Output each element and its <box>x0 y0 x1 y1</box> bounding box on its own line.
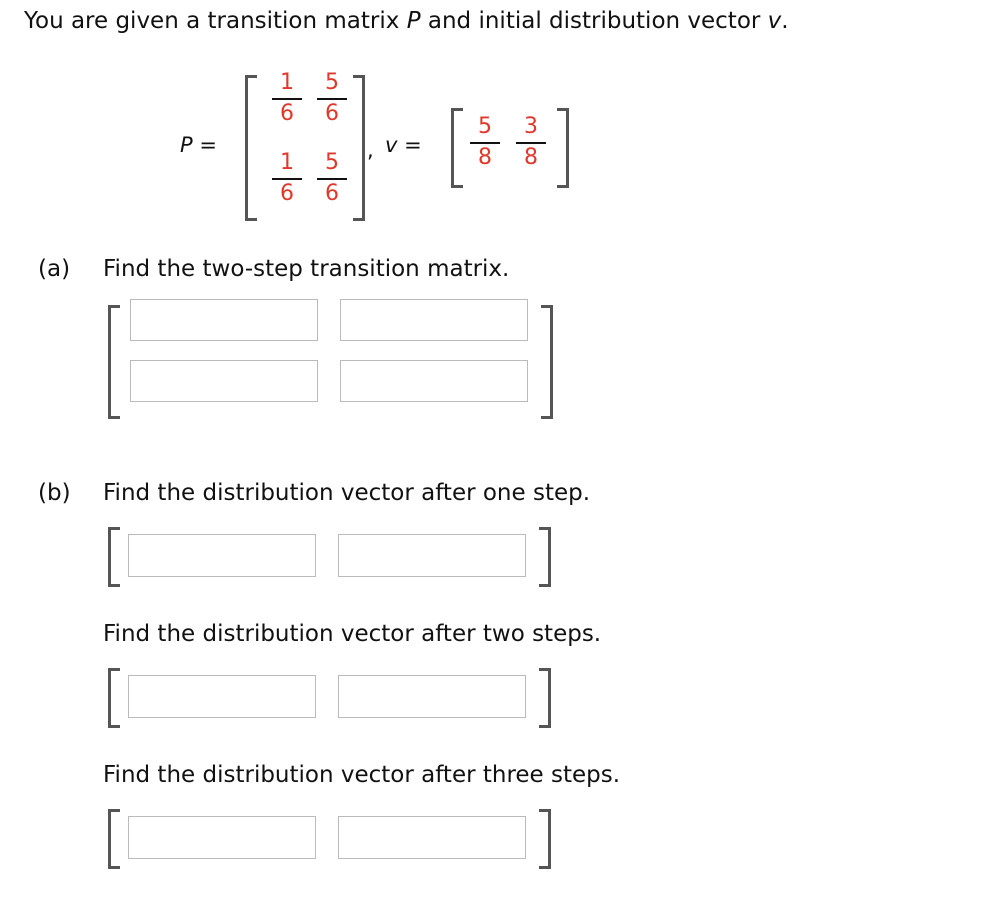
comma: , <box>367 138 374 162</box>
intro-text-2: and initial distribution vector <box>420 8 768 34</box>
intro-period: . <box>781 8 789 34</box>
v-label: v = <box>385 133 422 157</box>
d-left-bracket <box>108 809 120 869</box>
part-c-prompt: Find the distribution vector after two s… <box>103 621 602 647</box>
P-right-bracket <box>353 75 365 221</box>
v-right-bracket <box>557 108 569 188</box>
three-step-vector-input-1[interactable] <box>128 816 316 859</box>
two-step-vector-input-2[interactable] <box>338 675 526 718</box>
P-left-bracket <box>245 75 257 221</box>
c-left-bracket <box>108 668 120 728</box>
a-right-bracket <box>541 305 553 419</box>
part-a-prompt: Find the two-step transition matrix. <box>103 256 510 282</box>
problem-intro: You are given a transition matrix P and … <box>24 8 789 34</box>
two-step-vector-input-1[interactable] <box>128 675 316 718</box>
part-b-tag: (b) <box>38 480 71 506</box>
d-right-bracket <box>539 809 551 869</box>
intro-text: You are given a transition matrix <box>24 8 407 34</box>
intro-P: P <box>406 8 421 34</box>
part-a-tag: (a) <box>38 256 71 282</box>
one-step-vector-input-2[interactable] <box>338 534 526 577</box>
part-b-prompt: Find the distribution vector after one s… <box>103 480 591 506</box>
a-left-bracket <box>108 305 120 419</box>
part-d-prompt: Find the distribution vector after three… <box>103 762 621 788</box>
three-step-vector-input-2[interactable] <box>338 816 526 859</box>
c-right-bracket <box>539 668 551 728</box>
v-left-bracket <box>451 108 463 188</box>
b-left-bracket <box>108 527 120 587</box>
one-step-vector-input-1[interactable] <box>128 534 316 577</box>
two-step-matrix-input-1-2[interactable] <box>340 299 528 341</box>
two-step-matrix-input-2-1[interactable] <box>130 360 318 402</box>
intro-v: v <box>767 8 782 34</box>
two-step-matrix-input-2-2[interactable] <box>340 360 528 402</box>
two-step-matrix-input-1-1[interactable] <box>130 299 318 341</box>
b-right-bracket <box>539 527 551 587</box>
P-label: P = <box>180 133 217 157</box>
